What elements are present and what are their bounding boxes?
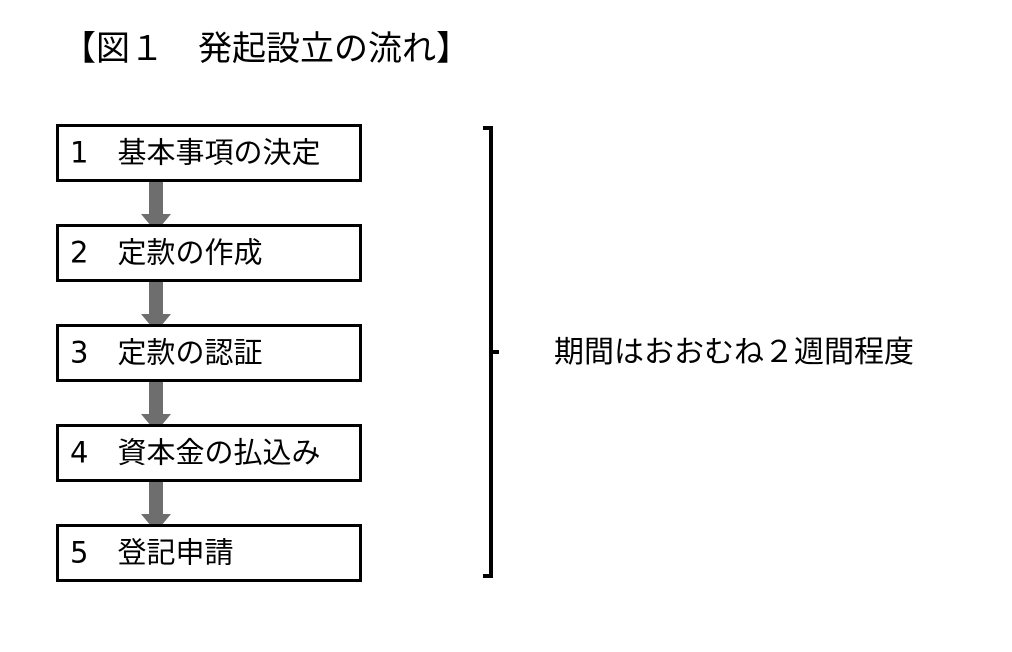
down-arrow-icon (141, 376, 171, 434)
down-arrow-icon (141, 176, 171, 234)
down-arrow-icon (141, 276, 171, 334)
flow-step-label: 5 登記申請 (70, 535, 234, 570)
flow-step-4: 4 資本金の払込み (56, 424, 362, 482)
flow-step-label: 3 定款の認証 (70, 335, 263, 370)
flowchart: 1 基本事項の決定 2 定款の作成 3 定款の認証 4 資本金の払込み 5 登記… (56, 124, 362, 582)
flow-step-label: 1 基本事項の決定 (70, 135, 321, 170)
flow-step-label: 4 資本金の払込み (70, 435, 321, 470)
duration-annotation: 期間はおおむね２週間程度 (554, 335, 914, 370)
flow-step-3: 3 定款の認証 (56, 324, 362, 382)
right-square-bracket-icon (483, 126, 499, 578)
figure-title: 【図１ 発起設立の流れ】 (62, 29, 470, 69)
flow-step-label: 2 定款の作成 (70, 235, 263, 270)
flow-step-1: 1 基本事項の決定 (56, 124, 362, 182)
down-arrow-icon (141, 476, 171, 534)
flow-step-5: 5 登記申請 (56, 524, 362, 582)
flow-step-2: 2 定款の作成 (56, 224, 362, 282)
